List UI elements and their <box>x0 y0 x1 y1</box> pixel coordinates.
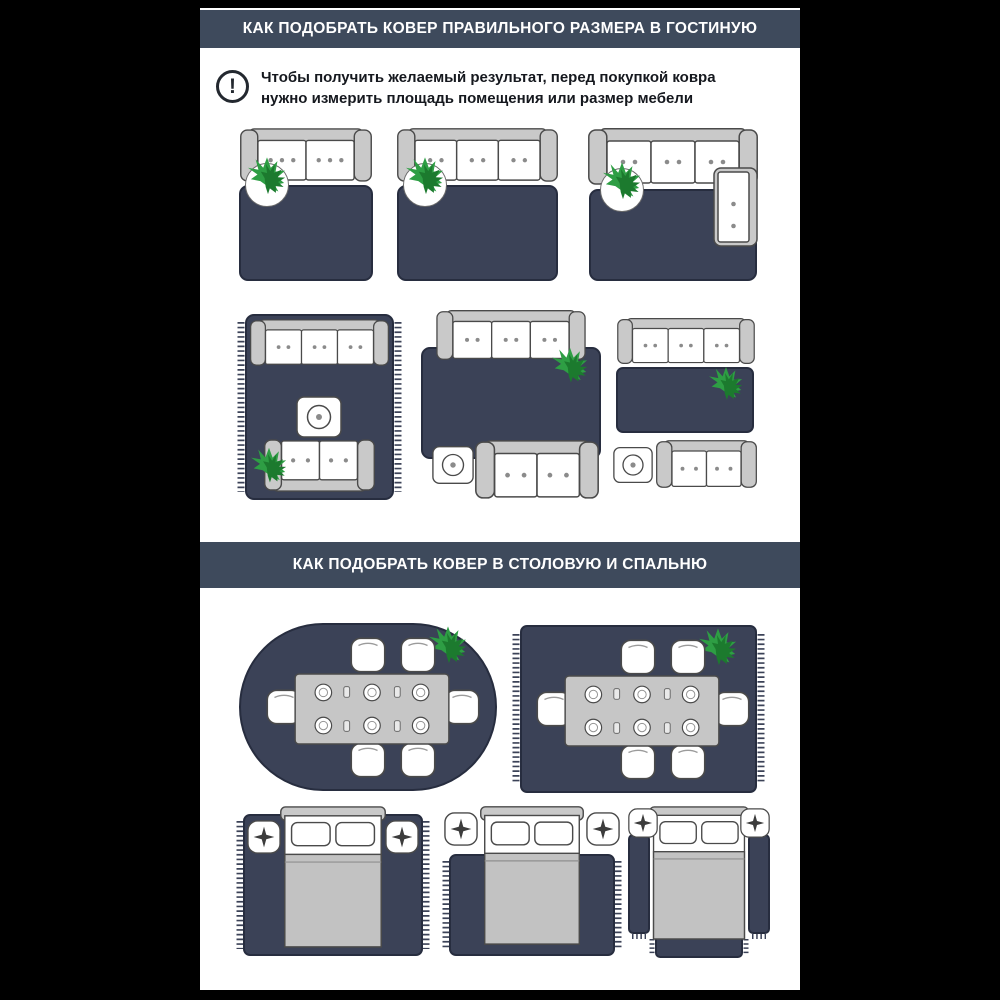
diagram-sofa-rug-1 <box>239 128 373 281</box>
diagram-dining-rect-rug <box>512 625 765 793</box>
chair <box>400 637 436 673</box>
nightstand <box>586 812 620 846</box>
section2-header: КАК ПОДОБРАТЬ КОВЕР В СТОЛОВУЮ И СПАЛЬНЮ <box>200 542 800 588</box>
diagram-corner-sofa-rug <box>588 128 758 281</box>
sofa-chaise <box>713 167 758 247</box>
runner-rug-left <box>628 834 650 934</box>
diagram-small-rug-between <box>613 318 757 488</box>
nightstand <box>628 808 658 838</box>
section2-title: КАК ПОДОБРАТЬ КОВЕР В СТОЛОВУЮ И СПАЛЬНЮ <box>292 556 708 573</box>
diagram-bed-full-rug <box>236 806 430 956</box>
sofa-facing <box>264 439 375 492</box>
exclamation-circle-icon: ! <box>216 70 249 103</box>
sofa <box>250 319 389 366</box>
note-line-2: нужно измерить площадь помещения или раз… <box>261 90 694 107</box>
rug <box>239 185 373 281</box>
runner-rug-right <box>748 834 770 934</box>
side-table <box>432 446 474 484</box>
sofa <box>436 310 586 360</box>
diagram-bed-lower-rug <box>442 806 622 956</box>
nightstand <box>385 820 419 854</box>
section1-title: КАК ПОДОБРАТЬ КОВЕР ПРАВИЛЬНОГО РАЗМЕРА … <box>242 20 758 37</box>
note-text: Чтобы получить желаемый результат, перед… <box>261 67 716 109</box>
dining-table <box>294 673 450 745</box>
bed <box>649 806 749 940</box>
sofa-second <box>656 440 757 488</box>
coffee-table <box>296 396 342 438</box>
dining-table <box>564 675 720 747</box>
bed <box>480 806 584 945</box>
section1-header: КАК ПОДОБРАТЬ КОВЕР ПРАВИЛЬНОГО РАЗМЕРА … <box>200 10 800 48</box>
chair <box>400 742 436 778</box>
chair <box>670 744 706 780</box>
side-table <box>613 446 653 484</box>
diagram-dining-oval-rug <box>239 623 497 791</box>
chair <box>714 691 750 727</box>
chair <box>350 637 386 673</box>
bed <box>280 806 386 948</box>
diagram-sofa-rug-2 <box>397 128 558 281</box>
sofa-second <box>475 440 599 499</box>
sofa <box>617 318 755 364</box>
chair <box>620 744 656 780</box>
chair <box>620 639 656 675</box>
diagram-bed-runner-rugs <box>628 806 770 958</box>
note-line-1: Чтобы получить желаемый результат, перед… <box>261 69 716 86</box>
nightstand <box>444 812 478 846</box>
chair <box>444 689 480 725</box>
chair <box>350 742 386 778</box>
nightstand <box>247 820 281 854</box>
warning-note: ! Чтобы получить желаемый результат, пер… <box>216 67 790 109</box>
rug <box>397 185 558 281</box>
infographic-sheet: КАК ПОДОБРАТЬ КОВЕР ПРАВИЛЬНОГО РАЗМЕРА … <box>200 8 800 990</box>
chair <box>670 639 706 675</box>
nightstand <box>740 808 770 838</box>
diagram-rug-front-legs <box>421 310 601 499</box>
diagram-two-sofas-large-rug <box>237 314 402 500</box>
